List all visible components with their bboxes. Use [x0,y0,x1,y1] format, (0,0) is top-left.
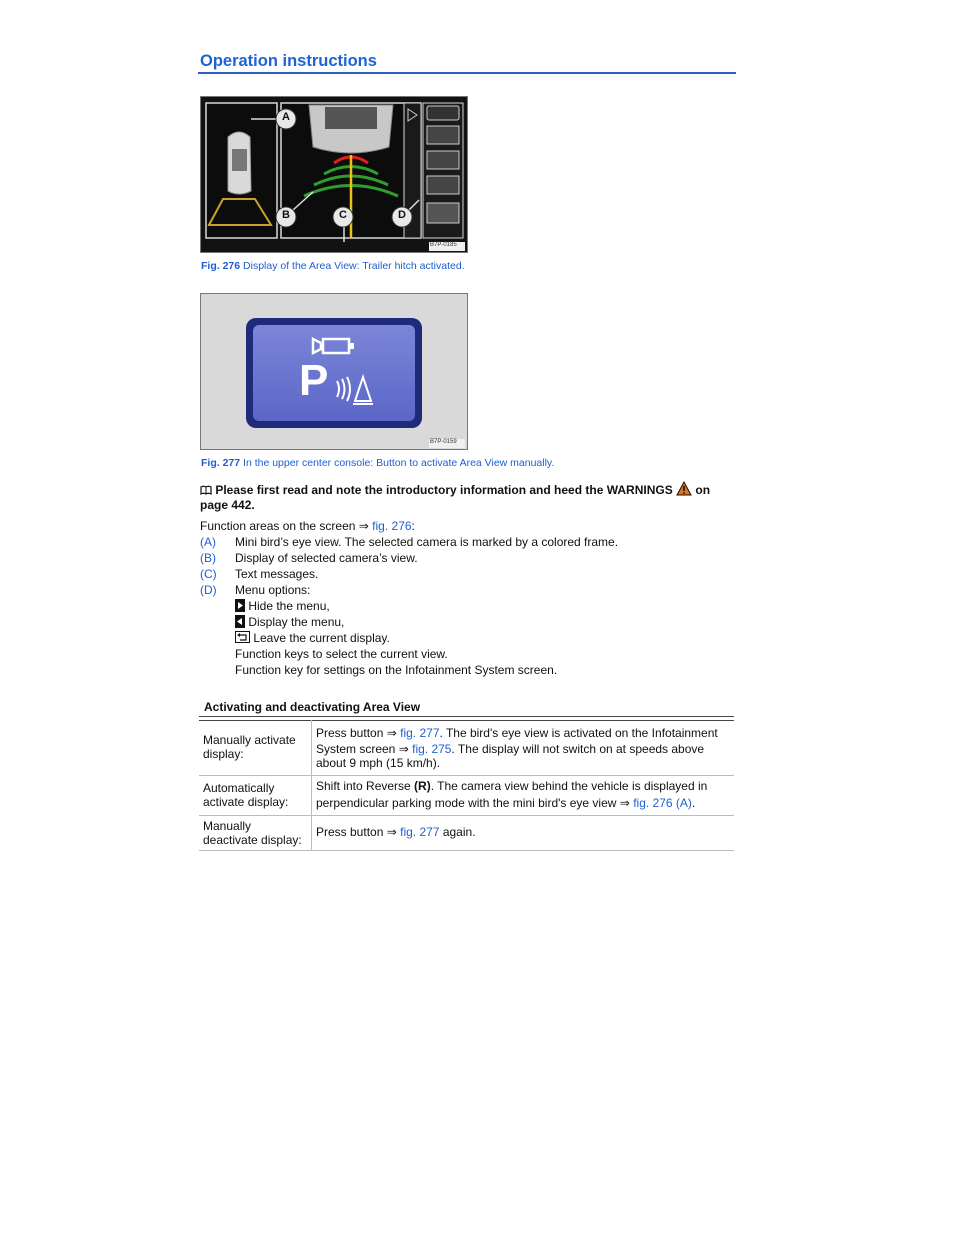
menu-option-settings-key: Function key for settings on the Infotai… [235,663,558,677]
function-areas-intro: Function areas on the screen ⇒ fig. 276: [200,519,415,533]
table-title: Activating and deactivating Area View [204,700,421,714]
area-view-illustration [201,97,467,252]
callout-a: A [282,111,290,123]
figure-code: B7P-0159 [430,439,457,445]
code-label-bg [429,439,465,448]
table-row: Manually deactivate display: Press butto… [199,815,734,851]
row-label: Manually deactivate display: [199,815,312,851]
fig-276-link[interactable]: fig. 276 [372,519,412,533]
sensor-waves-icon [336,373,373,405]
row-label: Manually activate display: [199,720,312,776]
callout-b: B [282,209,290,221]
warning-icon [676,480,692,496]
triangle-right-icon [235,599,245,612]
row-label: Automatically activate display: [199,775,312,816]
row-description: Press button ⇒ fig. 277 again. [311,815,734,851]
row-description: Shift into Reverse (R). The camera view … [311,775,734,816]
page-title: Operation instructions [200,52,377,70]
title-underline [198,72,736,74]
activation-table: Manually activate display: Press button … [199,720,734,851]
area-view-button: P [253,325,415,421]
menu-option-display: Display the menu, [235,614,344,630]
fig-277-link[interactable]: fig. 277 [400,825,440,839]
figure-caption-277: Fig. 277 In the upper center console: Bu… [201,457,555,469]
parking-letter: P [299,356,329,405]
figure-caption-276: Fig. 276 Display of the Area View: Trail… [201,260,465,272]
fig-275-link[interactable]: fig. 275 [412,741,452,756]
table-row: Manually activate display: Press button … [199,720,734,776]
book-icon [200,485,212,496]
menu-option-hide: Hide the menu, [235,598,330,614]
table-row: Automatically activate display: Shift in… [199,775,734,816]
intro-note: Please first read and note the introduct… [200,480,711,512]
back-arrow-icon [235,631,250,643]
menu-option-function-keys: Function keys to select the current view… [235,647,448,661]
callout-c: C [339,209,347,221]
figure-area-view-button: P B7P-0159 [200,293,468,450]
triangle-left-icon [235,615,245,628]
menu-option-leave: Leave the current display. [235,630,390,646]
fig-276-a-link[interactable]: fig. 276 (A) [633,796,692,810]
fig-277-link[interactable]: fig. 277 [400,725,440,740]
callout-d: D [398,209,406,221]
camera-icon [311,336,354,356]
row-description: Press button ⇒ fig. 277. The bird's eye … [311,720,734,776]
figure-code: B7P-0185 [430,242,457,248]
figure-area-view-display: A B C D B7P-0185 [200,96,468,253]
